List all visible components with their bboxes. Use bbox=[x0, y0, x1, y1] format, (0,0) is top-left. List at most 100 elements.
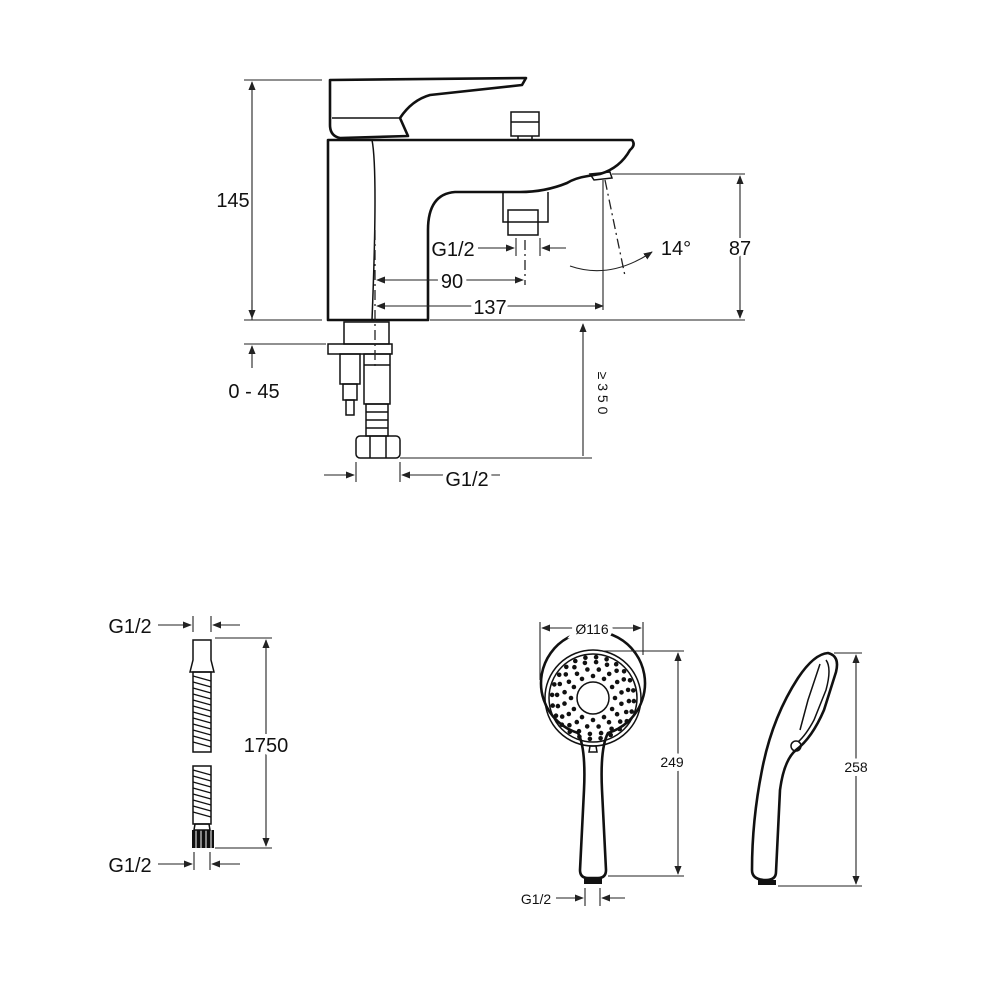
deck-thickness-label: 0 - 45 bbox=[228, 381, 279, 403]
faucet-body bbox=[326, 138, 635, 322]
handshower-front-drawing: Ø116 249 G1/2 bbox=[521, 617, 688, 907]
nozzle-dot bbox=[627, 678, 633, 683]
nozzle-dot bbox=[564, 664, 569, 670]
nozzle-dot bbox=[629, 709, 634, 714]
nozzle-dot bbox=[601, 714, 607, 720]
bath-faucet-drawing: 145 87 14° G1/2 90 137 0 - 45 ≥ 3 5 0 bbox=[216, 76, 754, 495]
nozzle-dot bbox=[593, 659, 599, 665]
handshower-thread-label: G1/2 bbox=[521, 891, 552, 907]
nozzle-dot bbox=[609, 726, 614, 732]
nozzle-dot bbox=[572, 664, 577, 670]
nozzle-dot bbox=[593, 654, 599, 660]
nozzle-dot bbox=[631, 698, 637, 704]
shower-hose-drawing: G1/2 1750 G1/2 bbox=[108, 616, 292, 877]
handshower-side-drawing: 258 bbox=[750, 651, 872, 887]
nozzle-dot bbox=[571, 706, 577, 712]
spout-angle-label: 14° bbox=[661, 238, 691, 260]
nozzle-dot bbox=[623, 709, 629, 715]
mounting-assembly bbox=[327, 321, 401, 459]
nozzle-dot bbox=[631, 688, 636, 693]
lever-handle bbox=[328, 76, 528, 140]
nozzle-dot bbox=[606, 671, 612, 677]
handshower-side-outline bbox=[750, 651, 839, 882]
handshower-front-outline bbox=[539, 629, 647, 880]
nozzle-dot bbox=[625, 687, 631, 693]
nozzle-dot bbox=[596, 724, 601, 729]
nozzle-dot bbox=[601, 676, 607, 682]
nozzle-dot bbox=[619, 690, 624, 695]
nozzle-dot bbox=[585, 667, 590, 672]
supply-thread-label: G1/2 bbox=[445, 469, 488, 491]
spout-reach-label: 137 bbox=[473, 297, 506, 319]
nozzle-dot bbox=[617, 719, 623, 724]
nozzle-dot bbox=[559, 714, 565, 719]
hose-bottom-nut bbox=[192, 830, 214, 848]
nozzle-dot bbox=[566, 679, 572, 685]
nozzle-dot bbox=[606, 719, 612, 725]
nozzle-dot bbox=[557, 681, 563, 687]
nozzle-dot bbox=[583, 655, 588, 660]
hose-top-thread-label: G1/2 bbox=[108, 616, 151, 638]
hose-spiral-upper bbox=[192, 675, 212, 748]
nozzle-dot bbox=[555, 703, 561, 709]
nozzle-dot bbox=[621, 669, 627, 674]
nozzle-dot bbox=[604, 662, 610, 668]
nozzle-dot bbox=[562, 701, 567, 706]
nozzle-dot bbox=[624, 718, 630, 724]
nozzle-dot bbox=[574, 671, 580, 677]
nozzle-dot bbox=[576, 728, 582, 734]
hose-bottom-thread-label: G1/2 bbox=[108, 855, 151, 877]
shower-outlet bbox=[502, 192, 549, 223]
nozzle-dot bbox=[614, 711, 620, 717]
nozzle-dot bbox=[626, 698, 632, 704]
nozzle-dot bbox=[587, 731, 593, 737]
faucet-height-label: 145 bbox=[216, 190, 249, 212]
nozzle-dot bbox=[590, 673, 596, 679]
nozzle-dot bbox=[609, 684, 615, 690]
nozzle-dot bbox=[579, 714, 585, 720]
nozzle-dot bbox=[608, 732, 613, 738]
nozzle-dot bbox=[566, 711, 572, 717]
hose-spiral-lower bbox=[192, 769, 212, 818]
nozzle-dot bbox=[562, 689, 567, 695]
nozzle-dot bbox=[619, 701, 624, 707]
nozzle-dot bbox=[613, 661, 619, 667]
nozzle-dot bbox=[614, 679, 620, 685]
nozzle-dot bbox=[617, 726, 622, 732]
nozzle-dot bbox=[550, 703, 555, 708]
nozzle-dot bbox=[549, 692, 555, 698]
nozzle-dot bbox=[554, 692, 560, 698]
nozzle-dot bbox=[567, 722, 572, 728]
nozzle-dot bbox=[574, 719, 580, 725]
spout-height-label: 87 bbox=[729, 238, 751, 260]
nozzle-dot bbox=[612, 695, 618, 701]
nozzle-dot bbox=[621, 677, 627, 682]
diverter-offset-label: 90 bbox=[441, 271, 463, 293]
nozzle-dot bbox=[587, 736, 593, 742]
nozzle-dot bbox=[559, 722, 565, 727]
diverter-knob bbox=[510, 111, 540, 137]
spray-nozzles bbox=[549, 654, 637, 742]
nozzle-dot bbox=[614, 668, 619, 674]
handshower-front-length-label: 249 bbox=[660, 754, 684, 770]
hose-length-label: 1750 bbox=[244, 735, 289, 757]
nozzle-dot bbox=[604, 657, 609, 662]
nozzle-dot bbox=[582, 660, 588, 666]
nozzle-dot bbox=[598, 736, 603, 741]
nozzle-dot bbox=[577, 734, 582, 739]
nozzle-dot bbox=[571, 684, 577, 690]
nozzle-dot bbox=[563, 672, 569, 677]
nozzle-dot bbox=[579, 676, 585, 682]
nozzle-dot bbox=[556, 672, 562, 678]
nozzle-dot bbox=[553, 713, 559, 718]
handshower-diameter-label: Ø116 bbox=[575, 621, 608, 637]
diverter-thread-label: G1/2 bbox=[431, 239, 474, 261]
nozzle-dot bbox=[573, 658, 578, 664]
nozzle-dot bbox=[590, 717, 596, 723]
nozzle-dot bbox=[567, 729, 573, 735]
nozzle-dot bbox=[609, 706, 615, 712]
handshower-side-length-label: 258 bbox=[844, 759, 868, 775]
nozzle-dot bbox=[552, 682, 557, 687]
nozzle-dot bbox=[568, 695, 574, 701]
